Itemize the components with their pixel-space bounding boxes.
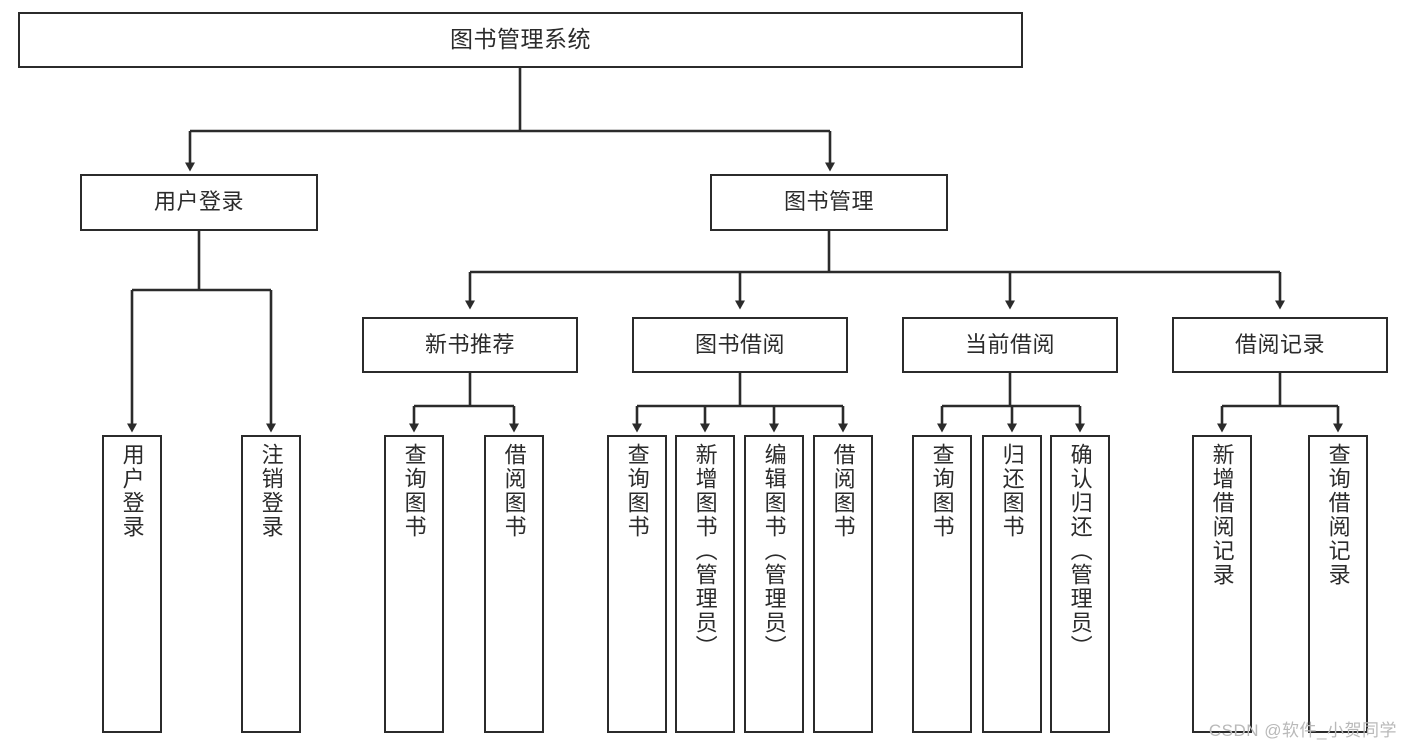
node-label: 借阅记录 xyxy=(1234,331,1325,357)
csdn-watermark: CSDN @软件_小贺同学 xyxy=(1208,721,1397,740)
node-leaf-add-borrow-record[interactable]: 新增借阅记录 xyxy=(1192,435,1252,733)
node-label: 查询图书 xyxy=(929,443,955,539)
node-leaf-query-book-recommend[interactable]: 查询图书 xyxy=(384,435,444,733)
node-root-book-management-system[interactable]: 图书管理系统 xyxy=(18,12,1023,68)
node-label: 借阅图书 xyxy=(830,443,856,539)
node-leaf-confirm-return-admin[interactable]: 确认归还（管理员） xyxy=(1050,435,1110,733)
node-leaf-borrow-book-recommend[interactable]: 借阅图书 xyxy=(484,435,544,733)
node-current-borrow[interactable]: 当前借阅 xyxy=(902,317,1118,373)
node-label: 注销登录 xyxy=(258,443,284,539)
node-leaf-add-book-admin[interactable]: 新增图书（管理员） xyxy=(675,435,735,733)
node-label: 用户登录 xyxy=(119,443,145,539)
node-label: 新书推荐 xyxy=(424,331,515,357)
node-borrow-record[interactable]: 借阅记录 xyxy=(1172,317,1388,373)
node-label: 确认归还（管理员） xyxy=(1067,443,1093,659)
node-label: 查询图书 xyxy=(401,443,427,539)
node-leaf-query-book-current[interactable]: 查询图书 xyxy=(912,435,972,733)
node-leaf-user-login[interactable]: 用户登录 xyxy=(102,435,162,733)
node-leaf-logout-login[interactable]: 注销登录 xyxy=(241,435,301,733)
node-label: 图书管理 xyxy=(783,189,874,215)
node-label: 用户登录 xyxy=(153,189,244,215)
node-label: 新增借阅记录 xyxy=(1209,443,1235,587)
node-user-login[interactable]: 用户登录 xyxy=(80,174,318,231)
node-leaf-return-book[interactable]: 归还图书 xyxy=(982,435,1042,733)
node-label: 新增图书（管理员） xyxy=(692,443,718,659)
node-leaf-edit-book-admin[interactable]: 编辑图书（管理员） xyxy=(744,435,804,733)
node-label: 借阅图书 xyxy=(501,443,527,539)
node-leaf-query-borrow-record[interactable]: 查询借阅记录 xyxy=(1308,435,1368,733)
node-label: 图书借阅 xyxy=(694,331,785,357)
node-label: 归还图书 xyxy=(999,443,1025,539)
node-book-borrow[interactable]: 图书借阅 xyxy=(632,317,848,373)
node-leaf-borrow-book-borrow[interactable]: 借阅图书 xyxy=(813,435,873,733)
node-label: 查询借阅记录 xyxy=(1325,443,1351,587)
node-label: 当前借阅 xyxy=(964,331,1055,357)
node-label: 查询图书 xyxy=(624,443,650,539)
node-label: 编辑图书（管理员） xyxy=(761,443,787,659)
node-new-book-recommend[interactable]: 新书推荐 xyxy=(362,317,578,373)
node-book-management[interactable]: 图书管理 xyxy=(710,174,948,231)
node-label: 图书管理系统 xyxy=(450,26,591,53)
node-leaf-query-book-borrow[interactable]: 查询图书 xyxy=(607,435,667,733)
